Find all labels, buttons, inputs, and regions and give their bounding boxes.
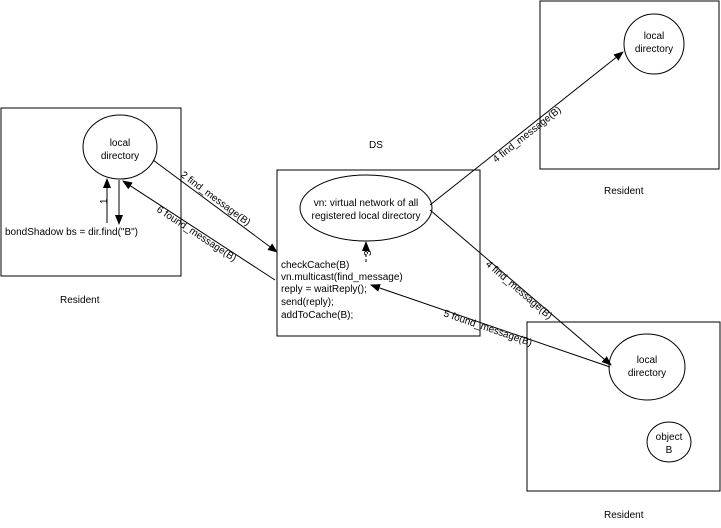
arrow-step-6	[122, 180, 276, 281]
ds-caption: DS	[369, 140, 383, 151]
arrow-step-2	[152, 159, 278, 253]
ds-code-line-2: vn.multicast(find_message)	[281, 272, 403, 283]
ds-code-line-4: send(reply);	[281, 297, 334, 308]
bottom-right-resident-caption: Resident	[604, 510, 644, 521]
top-right-resident-caption: Resident	[604, 186, 644, 197]
ds-code-line-5: addToCache(B);	[281, 310, 353, 321]
label-step-1: 1	[99, 198, 110, 204]
bottom-right-local-directory-label-1: local	[637, 355, 658, 366]
arrow-step-4-up	[429, 51, 624, 206]
arrow-step-4-down	[429, 209, 612, 366]
object-b-label-1: object	[656, 432, 683, 443]
left-local-directory-label-1: local	[110, 138, 131, 149]
left-resident-caption: Resident	[60, 295, 100, 306]
top-right-local-directory-label-1: local	[644, 31, 665, 42]
vn-label-2: registered local directory	[312, 211, 421, 222]
left-local-directory	[82, 114, 158, 180]
top-right-local-directory	[623, 13, 685, 75]
arrow-step-5	[370, 284, 611, 368]
ds-code-line-3: reply = waitReply();	[281, 284, 367, 295]
object-b-label-2: B	[666, 445, 673, 456]
vn-label-1: vn: virtual network of all	[314, 198, 419, 209]
ds-code-line-1: checkCache(B)	[281, 260, 349, 271]
top-right-local-directory-label-2: directory	[635, 44, 673, 55]
bottom-right-local-directory	[608, 333, 686, 401]
left-resident-code: bondShadow bs = dir.find("B")	[5, 227, 138, 238]
object-b	[646, 421, 692, 463]
top-right-resident: local directory Resident	[539, 0, 720, 197]
label-step-4-down: 4 find_message(B)	[483, 259, 554, 322]
label-step-2: 2 find_message(B)	[178, 170, 252, 229]
ds-node: DS vn: virtual network of all registered…	[276, 140, 481, 337]
bottom-right-local-directory-label-2: directory	[628, 368, 666, 379]
bottom-right-resident: local directory object B Resident	[526, 321, 721, 521]
left-local-directory-label-2: directory	[101, 151, 139, 162]
left-resident: local directory bondShadow bs = dir.find…	[0, 107, 182, 306]
label-step-3: 3	[363, 250, 374, 256]
